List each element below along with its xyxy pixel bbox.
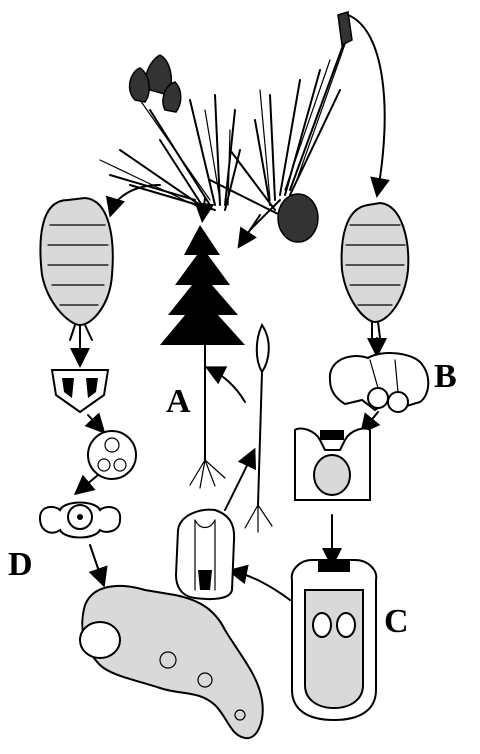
arrow-ovule-to-seed bbox=[235, 572, 290, 600]
seedling-illustration bbox=[245, 325, 272, 532]
stage-label-c: C bbox=[384, 605, 409, 639]
arrow-seed-to-seedling bbox=[225, 455, 252, 510]
ovule-illustration bbox=[295, 428, 370, 500]
pine-tree-illustration bbox=[160, 225, 245, 488]
arrow-branch-to-tree bbox=[242, 215, 260, 242]
female-cone-illustration bbox=[342, 203, 409, 338]
ovuliferous-scale-illustration bbox=[330, 353, 428, 412]
male-cone-illustration bbox=[40, 198, 112, 342]
pollen-grain-illustration bbox=[40, 503, 120, 538]
arrow-scale-to-ovule bbox=[365, 412, 378, 428]
pollen-tube-illustration bbox=[80, 586, 263, 738]
male-branch-illustration bbox=[100, 55, 240, 210]
arrow-scale-to-microspore bbox=[88, 415, 100, 428]
microspore-cell-illustration bbox=[88, 431, 136, 479]
arrow-pollen-to-tube bbox=[90, 545, 102, 580]
stage-label-b: B bbox=[434, 360, 457, 394]
microsporophyll-illustration bbox=[52, 370, 108, 412]
arrow-microspore-to-pollen bbox=[80, 475, 98, 490]
mature-ovule-illustration bbox=[292, 560, 377, 720]
arrow-to-female-cone bbox=[348, 15, 385, 190]
arrow-to-male-cone bbox=[112, 185, 160, 210]
arrow-seedling-to-tree bbox=[212, 370, 245, 402]
female-branch-illustration bbox=[210, 12, 352, 242]
stage-label-d: D bbox=[8, 548, 33, 582]
seed-illustration bbox=[176, 510, 234, 599]
arrow-tree-to-branch bbox=[203, 198, 205, 215]
stage-label-a: A bbox=[166, 385, 191, 419]
